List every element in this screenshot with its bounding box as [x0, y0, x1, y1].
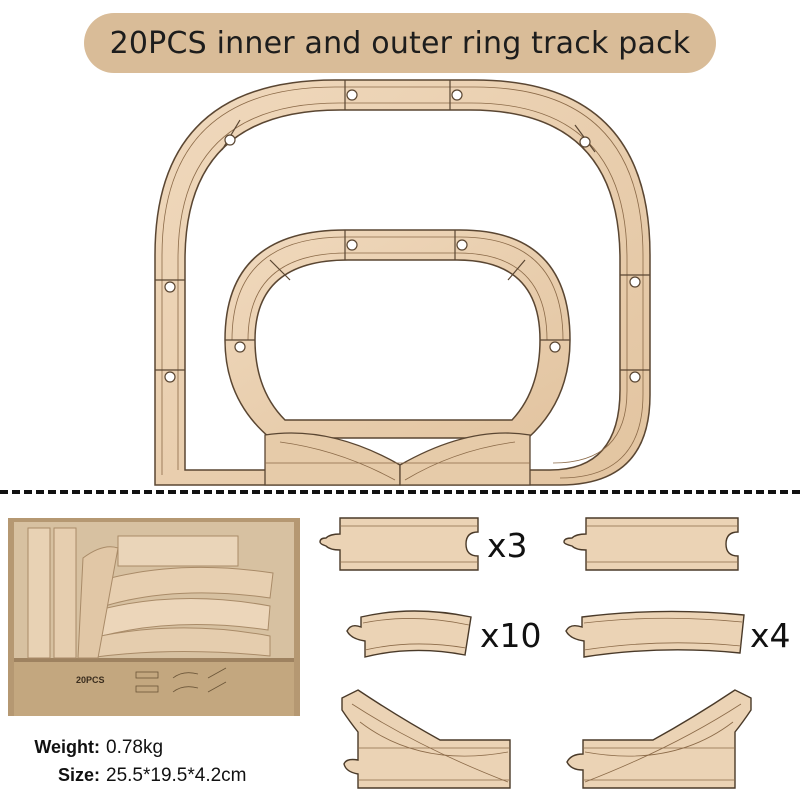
quantity-curve-small: x10: [480, 616, 542, 655]
weight-value: 0.78kg: [106, 737, 164, 758]
title-banner: 20PCS inner and outer ring track pack: [84, 13, 716, 73]
size-label: Size:: [57, 765, 100, 785]
assembled-ring-track-illustration: [154, 79, 651, 486]
piece-switch-left: [341, 689, 511, 789]
box-print-text: 20PCS: [76, 675, 105, 685]
piece-curve-large: [565, 610, 745, 658]
piece-straight-2: [563, 517, 739, 571]
weight-spec: Weight: 0.78kg: [12, 737, 163, 759]
quantity-curve-large: x4: [750, 616, 791, 655]
quantity-straight-track: x3: [487, 526, 528, 565]
dashed-divider: [0, 490, 800, 494]
packaged-box-photo: 20PCS: [8, 518, 300, 716]
piece-straight-1: [319, 517, 479, 571]
weight-label: Weight:: [34, 737, 100, 757]
title-text: 20PCS inner and outer ring track pack: [109, 25, 691, 61]
size-spec: Size: 25.5*19.5*4.2cm: [12, 765, 247, 787]
size-value: 25.5*19.5*4.2cm: [106, 765, 247, 786]
piece-curve-small: [346, 610, 472, 658]
piece-switch-right: [566, 689, 752, 789]
